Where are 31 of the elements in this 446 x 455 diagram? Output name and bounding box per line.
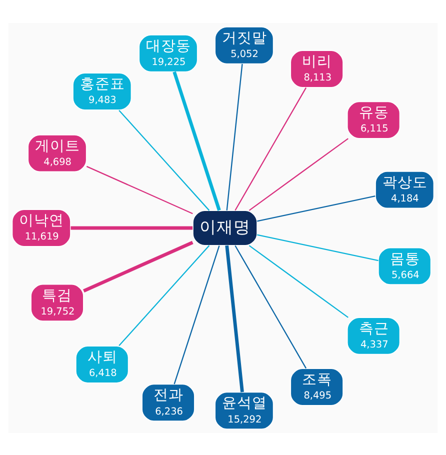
node-box: 대장동 19,225 (138, 34, 198, 72)
node-box: 유동 6,115 (346, 100, 400, 139)
connector (234, 86, 307, 210)
connector (172, 70, 221, 210)
node-box: 조폭 8,495 (290, 368, 344, 406)
connector (226, 63, 243, 210)
connector (118, 109, 210, 210)
connector (257, 234, 378, 261)
node-box: 측근 4,337 (346, 316, 400, 354)
connector (257, 195, 376, 222)
connector (248, 244, 348, 318)
connector (248, 138, 348, 210)
node-box: 특검 19,752 (30, 283, 84, 322)
connector (83, 240, 194, 292)
node-box: 몸통 5,664 (378, 246, 432, 285)
node-box: 홍준표 9,483 (72, 72, 132, 110)
node-box: 게이트 4,698 (28, 134, 87, 172)
node-box: 곽상도 4,184 (374, 170, 434, 208)
connector (70, 226, 193, 230)
node-box: 사퇴 6,418 (75, 345, 129, 383)
connector (118, 244, 210, 346)
connector (225, 244, 244, 392)
node-box: 이재명 (192, 210, 258, 246)
connector (86, 165, 193, 214)
node-box: 이낙연 11,619 (12, 208, 72, 246)
connector (234, 244, 307, 368)
node-box: 비리 8,113 (290, 50, 344, 88)
node-box: 윤석열 15,292 (214, 391, 274, 430)
node-box: 전과 6,236 (142, 383, 195, 422)
node-box: 거짓말 5,052 (214, 26, 274, 64)
connector (174, 245, 220, 384)
